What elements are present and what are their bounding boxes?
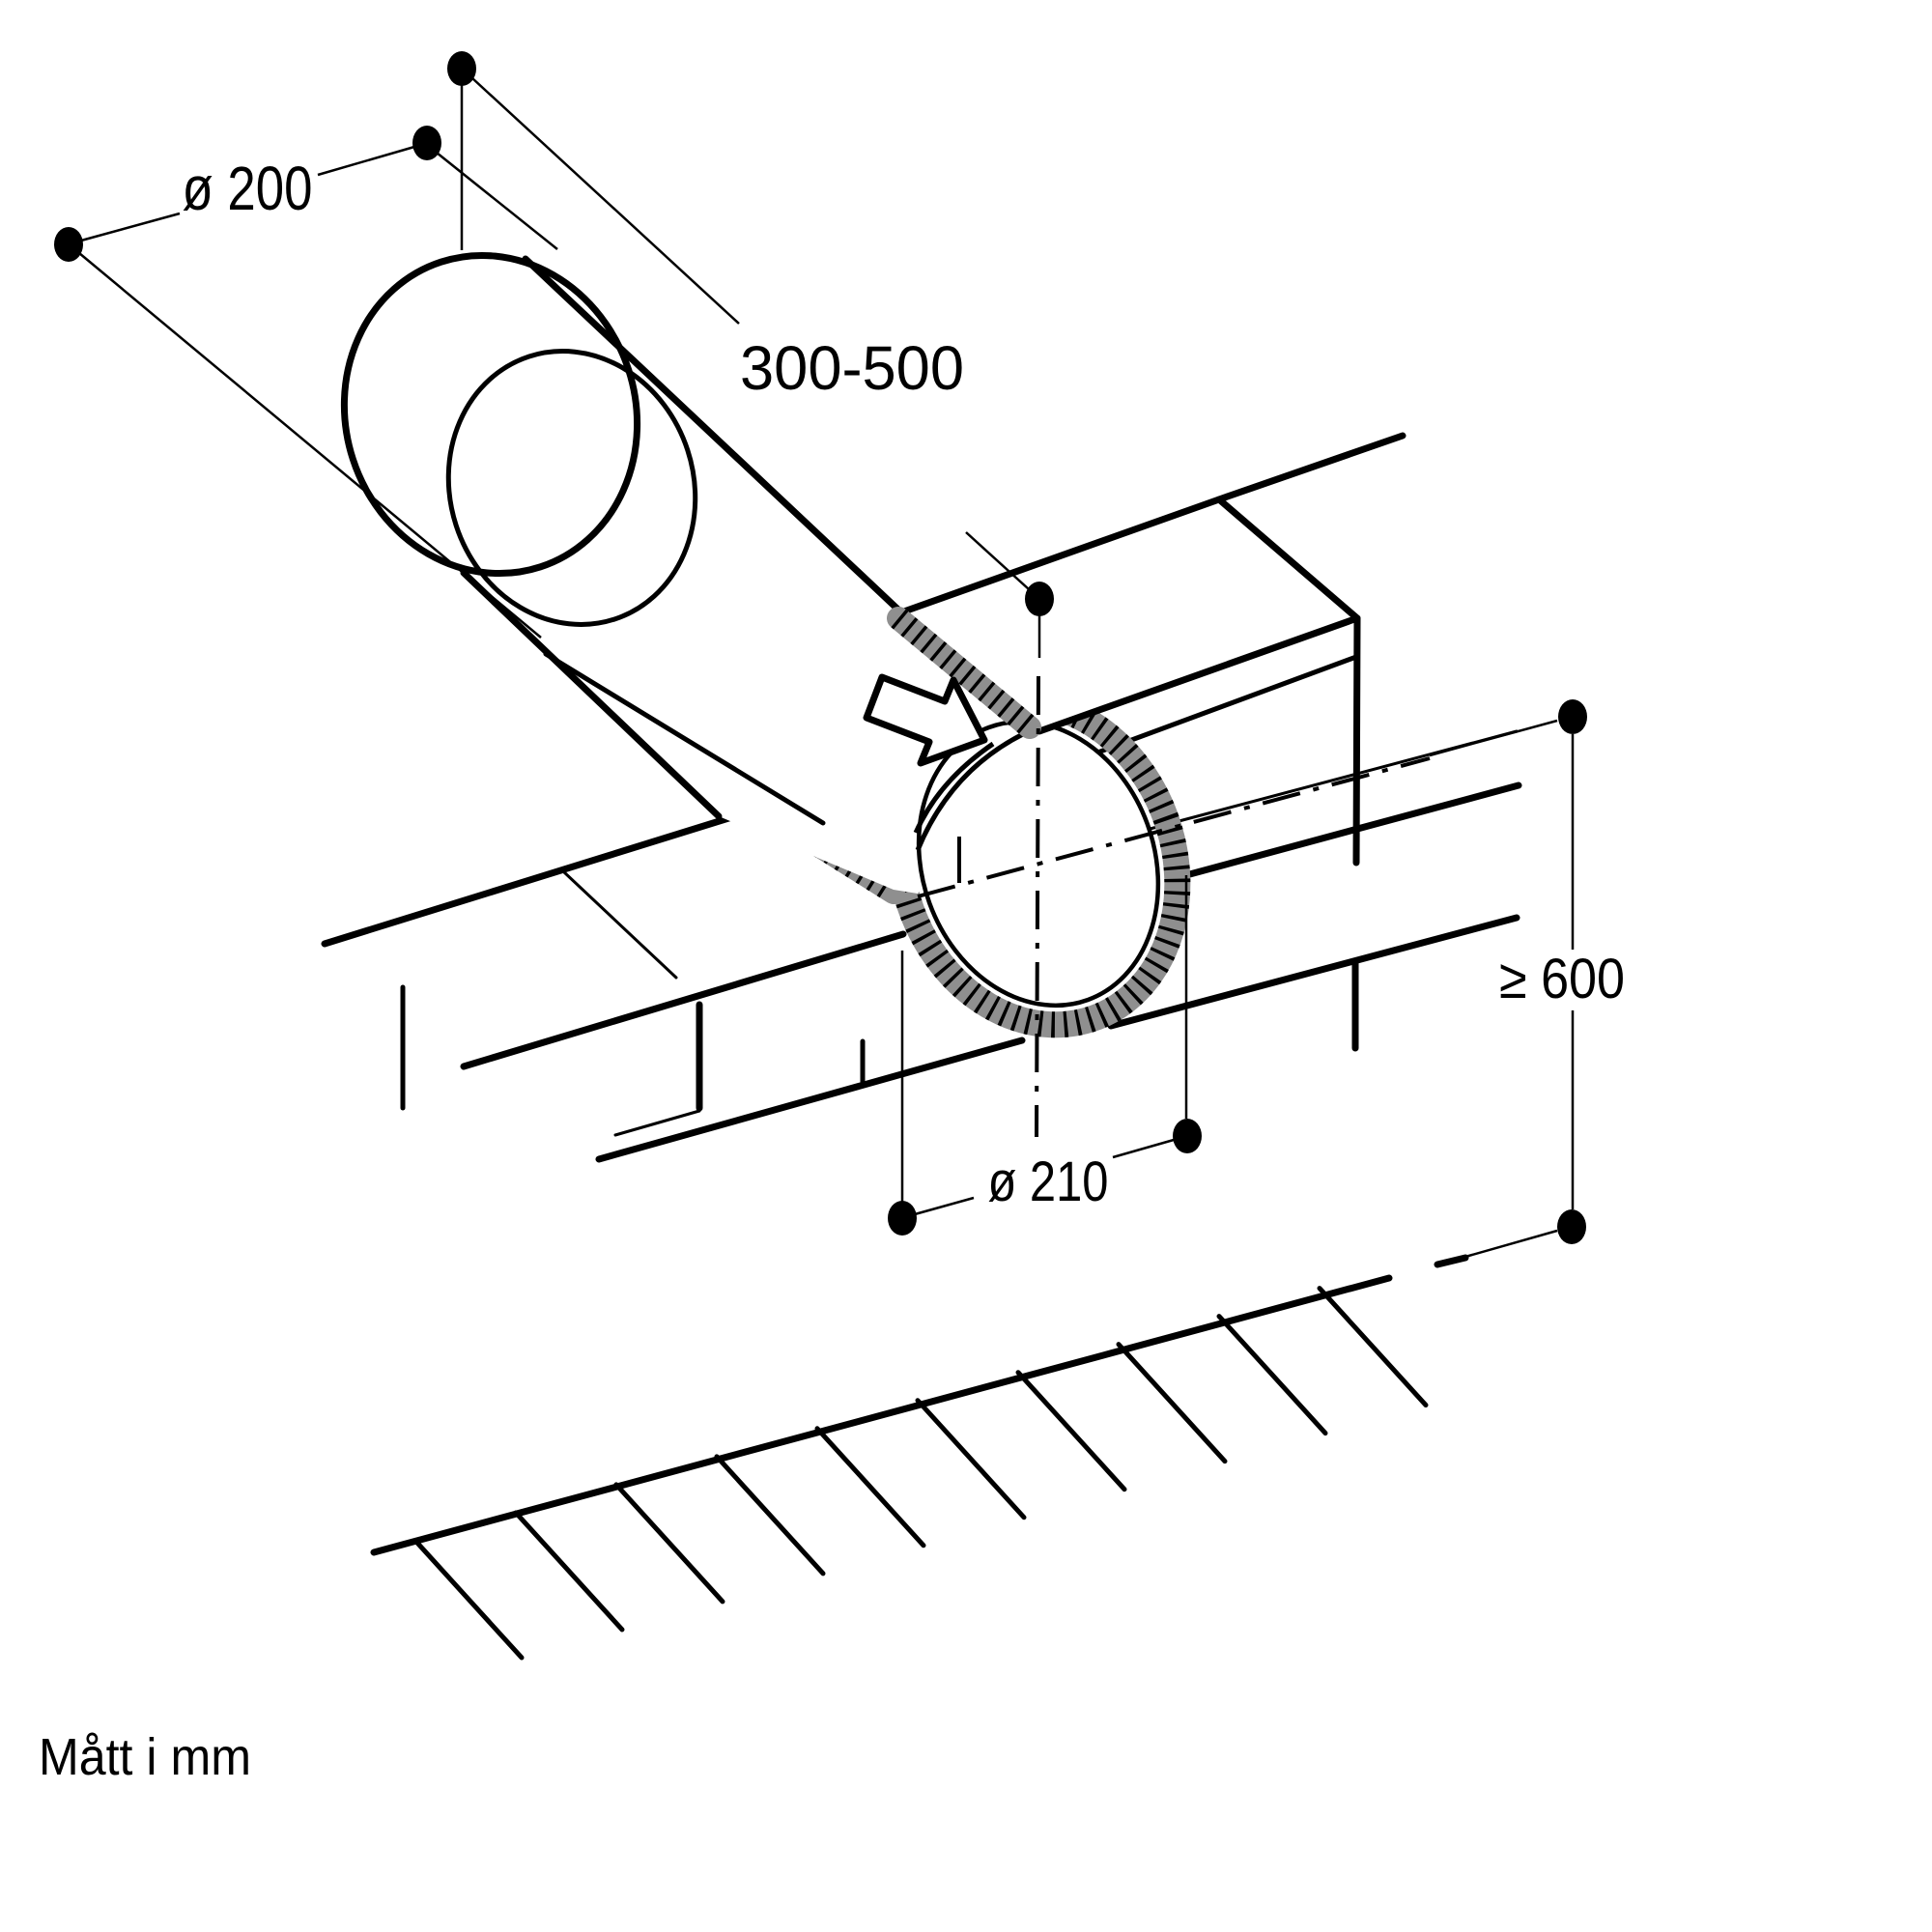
label-height-600: ≥ 600	[1499, 948, 1625, 1010]
wall-course-line	[613, 1109, 701, 1137]
duct-end-arc-inner	[913, 741, 995, 835]
wall-front-edge	[460, 930, 907, 1070]
hole-coil-rim-texture	[886, 689, 1191, 1038]
tube-inner-rim	[445, 349, 698, 627]
dimension-dot	[54, 227, 83, 262]
floor-hatch-tick	[613, 1482, 725, 1605]
dimension-annotations	[54, 51, 1587, 1259]
wall-course-line	[1182, 781, 1522, 879]
wall-top-continuation	[1215, 432, 1406, 503]
wall-course-line	[1107, 914, 1520, 1030]
block-right-edge	[1352, 614, 1361, 867]
floor-hatch-tick	[1216, 1314, 1328, 1436]
dimension-line	[965, 531, 1030, 590]
floor-hatch-tick	[412, 1538, 525, 1661]
leader-line	[1429, 719, 1558, 757]
dimension-dot	[447, 51, 476, 86]
floor-hatch-tick	[915, 1398, 1027, 1520]
dimension-diameter-210	[888, 875, 1202, 1236]
upper-wall-block	[887, 432, 1406, 867]
extension-line	[78, 252, 542, 639]
labels: ø 200 300-500 ø 210 ≥ 600 Mått i mm	[39, 154, 1625, 1786]
caption-units-note: Mått i mm	[39, 1728, 251, 1786]
floor-line-end	[1434, 1254, 1469, 1268]
floor-hatch-tick	[814, 1426, 926, 1548]
dimension-diameter-200	[54, 126, 558, 639]
label-diameter-200: ø 200	[183, 154, 313, 223]
leader-line	[317, 145, 415, 177]
dimension-dot	[1173, 1119, 1202, 1153]
brick-wall	[321, 654, 1522, 1163]
tube-end-fill	[344, 255, 638, 574]
dimension-dot	[1558, 699, 1587, 734]
leader-line	[1112, 1138, 1175, 1159]
hole-opening-rim	[916, 719, 1161, 1009]
duct-end-arc-outer	[915, 728, 1031, 851]
dimension-dot	[412, 126, 441, 160]
wall-top-joint	[561, 869, 678, 980]
floor	[370, 1254, 1469, 1661]
tube-inner-bottom-edge	[543, 651, 826, 826]
dimension-height-600	[1429, 699, 1587, 1259]
dimension-length-300-500	[447, 51, 1054, 616]
wall-course-line	[595, 1037, 1026, 1163]
block-coil-strip-texture	[891, 609, 1037, 737]
floor-hatch-tick	[513, 1510, 625, 1633]
floor-hatch-tick	[1116, 1342, 1228, 1464]
leader-line	[1464, 1229, 1558, 1259]
hole-opening	[913, 719, 1161, 1009]
label-diameter-210: ø 210	[988, 1151, 1109, 1213]
dimension-dot	[888, 1201, 917, 1236]
tube-bottom-edge	[460, 569, 723, 820]
axis-centerline-horizontal	[917, 756, 1431, 898]
tube-top-edge	[522, 255, 905, 616]
leader-line	[914, 1196, 975, 1216]
floor-hatch-tick	[1317, 1286, 1429, 1408]
axis-centerline-vertical	[1035, 675, 1040, 1138]
floor-hatch-tick	[1015, 1370, 1127, 1492]
dimension-dot	[1557, 1209, 1586, 1244]
airflow-arrow-icon	[863, 673, 988, 767]
wall-top-edge	[321, 803, 770, 948]
floor-line	[370, 1274, 1393, 1556]
leader-line	[80, 212, 181, 242]
floor-hatching	[412, 1286, 1429, 1661]
extension-line	[436, 152, 558, 250]
label-length-300-500: 300-500	[740, 333, 964, 403]
dimension-dot	[1025, 582, 1054, 616]
duct-tube	[340, 251, 1041, 894]
dimension-line	[471, 77, 740, 325]
floor-hatch-tick	[714, 1454, 826, 1577]
